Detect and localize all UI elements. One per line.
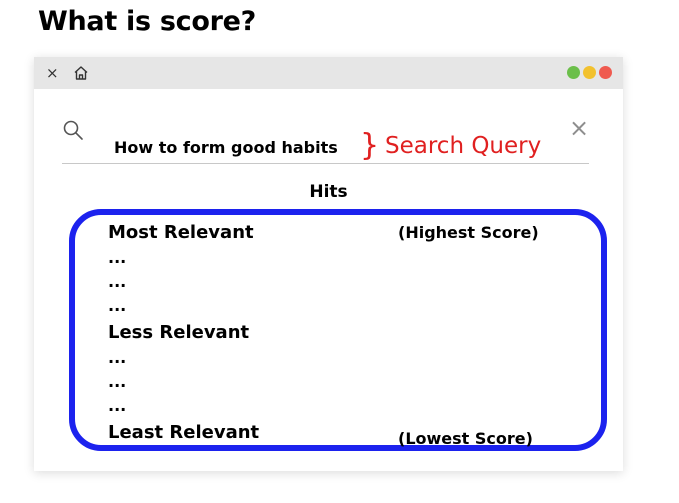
window-controls: [567, 66, 612, 79]
green-dot[interactable]: [567, 66, 580, 79]
hit-most-relevant: Most Relevant: [108, 222, 254, 243]
search-icon: [63, 120, 83, 140]
clear-icon[interactable]: ×: [569, 114, 590, 142]
close-icon[interactable]: ×: [46, 64, 59, 82]
search-underline: [62, 163, 589, 164]
yellow-dot[interactable]: [583, 66, 596, 79]
window-titlebar: ×: [34, 57, 623, 89]
ellipsis: ...: [108, 372, 127, 391]
hits-title: Hits: [309, 182, 348, 202]
ellipsis: ...: [108, 296, 127, 315]
hit-least-relevant: Least Relevant: [108, 422, 260, 443]
browser-window: × How to form good habits } Search Query…: [34, 57, 623, 471]
ellipsis: ...: [108, 396, 127, 415]
lowest-score-label: (Lowest Score): [398, 429, 533, 448]
query-brace: }: [360, 128, 380, 163]
hit-less-relevant: Less Relevant: [108, 322, 250, 343]
highest-score-label: (Highest Score): [398, 223, 539, 242]
ellipsis: ...: [108, 272, 127, 291]
home-icon[interactable]: [73, 65, 89, 81]
search-query-annotation: Search Query: [385, 133, 542, 159]
ellipsis: ...: [108, 348, 127, 367]
page-title: What is score?: [38, 6, 256, 37]
hits-box: [69, 209, 607, 451]
red-dot[interactable]: [599, 66, 612, 79]
ellipsis: ...: [108, 248, 127, 267]
search-input[interactable]: How to form good habits: [114, 138, 338, 157]
